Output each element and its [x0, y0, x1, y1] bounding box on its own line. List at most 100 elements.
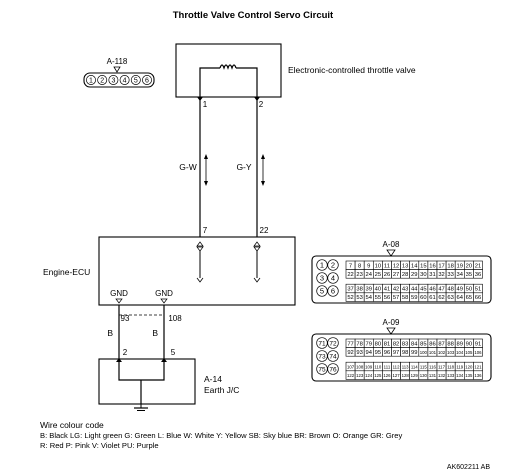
- a08-pin-label: 23: [356, 272, 362, 278]
- a09-pin-label: 84: [411, 341, 418, 347]
- a09-pin-label: 80: [375, 341, 381, 347]
- a08-pin-label: 31: [429, 272, 435, 278]
- a09-pin-label: 122: [347, 373, 355, 378]
- a09-pin-label: 87: [438, 341, 444, 347]
- wire-label-g-w: G-W: [179, 162, 196, 172]
- a08-pin-label: 41: [384, 287, 390, 293]
- a09-pin-label: 130: [420, 373, 428, 378]
- a09-pin-label: 91: [475, 341, 481, 347]
- a09-pin-label: 118: [447, 365, 454, 370]
- a08-left-pin-label: 5: [320, 287, 324, 296]
- a08-pin-label: 25: [375, 272, 381, 278]
- throttle-valve-box: [175, 43, 282, 98]
- a08-pin-label: 60: [420, 295, 426, 301]
- ecu-gnd-left-label: GND: [110, 289, 128, 298]
- earth-jc-label: Earth J/C: [204, 385, 239, 395]
- a09-pin-label: 78: [356, 341, 362, 347]
- a09-pin-label: 119: [456, 365, 463, 370]
- a09-left-pin-label: 73: [318, 354, 326, 361]
- a08-pin-label: 50: [466, 287, 472, 293]
- a118-pin: [142, 75, 152, 85]
- a08-pin-label: 36: [475, 272, 481, 278]
- a118-key-marker: [113, 66, 121, 73]
- a09-pin-label: 99: [411, 350, 417, 356]
- a08-pin-label: 47: [438, 287, 444, 293]
- a09-pin-label: 77: [347, 341, 353, 347]
- a09-pin-label: 104: [456, 350, 464, 355]
- a08-pin-label: 35: [466, 272, 472, 278]
- throttle-pin-1: 1: [203, 100, 208, 109]
- a08-left-pin-label: 1: [320, 261, 324, 270]
- a08-label: A-08: [383, 240, 400, 249]
- a08-pin-label: 61: [429, 295, 435, 301]
- a09-pin-label: 120: [465, 365, 473, 370]
- signal-direction-arrows: [204, 154, 265, 186]
- a118-label: A-118: [107, 57, 128, 66]
- a09-pin-label: 109: [365, 365, 373, 370]
- legend-title: Wire colour code: [40, 420, 104, 430]
- a09-left-pin: [316, 337, 328, 349]
- a09-left-pin: [316, 363, 328, 375]
- a08-left-pin: [316, 272, 328, 284]
- ground-icon: [134, 404, 148, 411]
- a09-left-pin: [316, 350, 328, 362]
- a08-pin-label: 8: [358, 263, 361, 269]
- a09-pin-label: 83: [402, 341, 408, 347]
- a118-pin: [119, 75, 130, 85]
- a118-pin-label: 3: [111, 78, 115, 85]
- a08-pin-label: 13: [402, 263, 408, 269]
- a08-pin-label: 22: [347, 272, 353, 278]
- a09-pin-label: 86: [429, 341, 435, 347]
- a08-pin-label: 46: [429, 287, 435, 293]
- a09-pin-label: 123: [356, 373, 364, 378]
- earth-pin-5: 5: [171, 348, 176, 357]
- a08-pin-label: 66: [475, 295, 481, 301]
- a09-pin-label: 128: [402, 373, 410, 378]
- a09-pin-label: 88: [447, 341, 453, 347]
- a09-pin-label: 94: [366, 350, 373, 356]
- a09-pin-label: 93: [356, 350, 362, 356]
- a08-pin-label: 54: [366, 295, 373, 301]
- a09-left-pin-label: 71: [318, 341, 326, 348]
- a08-left-pin-label: 3: [320, 274, 324, 283]
- a09-pin-label: 121: [474, 365, 482, 370]
- a09-pin-label: 79: [366, 341, 372, 347]
- throttle-valve-label: Electronic-controlled throttle valve: [288, 65, 416, 75]
- a08-left-pin: [327, 285, 339, 297]
- ecu-pin-93: 93: [121, 314, 130, 323]
- legend-line-1: B: Black LG: Light green G: Green L: Blu…: [40, 431, 402, 440]
- a08-pin-label: 34: [457, 272, 464, 278]
- a09-pin-label: 114: [411, 365, 418, 370]
- wire-label-b-right: B: [152, 328, 158, 338]
- a08-pin-label: 32: [438, 272, 444, 278]
- a08-pin-cell: [473, 292, 483, 302]
- a08-pin-label: 29: [411, 272, 417, 278]
- a08-pin-label: 62: [438, 295, 444, 301]
- a09-pin-label: 127: [392, 373, 400, 378]
- a08-pin-label: 39: [366, 287, 372, 293]
- a08-pin-label: 20: [466, 263, 472, 269]
- a09-key-marker: [386, 327, 396, 335]
- a118-pin-label: 2: [100, 78, 104, 85]
- a118-pin: [130, 75, 141, 85]
- a09-pin-label: 82: [393, 341, 399, 347]
- a08-pin-label: 38: [356, 287, 362, 293]
- a08-left-pin: [316, 259, 328, 271]
- a09-pin-label: 97: [393, 350, 399, 356]
- a118-pin-label: 1: [89, 78, 93, 85]
- a09-left-pin-label: 74: [329, 354, 337, 361]
- a09-pin-label: 132: [438, 373, 446, 378]
- a08-pin-label: 49: [457, 287, 463, 293]
- a08-left-pin: [316, 285, 328, 297]
- a08-pin-label: 40: [375, 287, 381, 293]
- a09-pin-cell: [473, 347, 483, 357]
- a09-pin-label: 105: [465, 350, 473, 355]
- ecu-gnd-terminals: [115, 298, 168, 304]
- a08-pin-label: 18: [447, 263, 453, 269]
- ecu-pin-7: 7: [203, 226, 208, 235]
- a08-pin-label: 63: [447, 295, 453, 301]
- a08-pin-label: 10: [375, 263, 381, 269]
- a09-pin-label: 108: [356, 365, 364, 370]
- a08-pin-label: 21: [475, 263, 481, 269]
